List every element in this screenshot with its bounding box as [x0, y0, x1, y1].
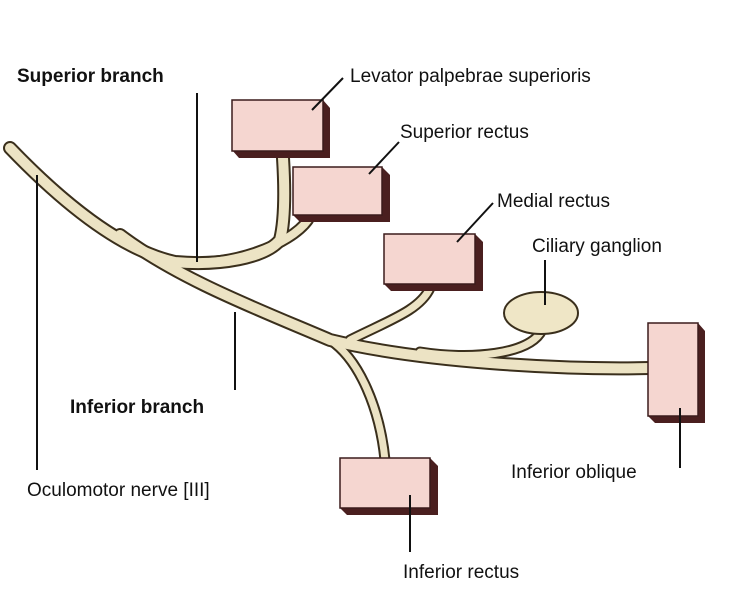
leader-medial-rectus — [456, 202, 494, 243]
ciliary-ganglion-body — [503, 291, 579, 335]
label-ciliary-ganglion: Ciliary ganglion — [532, 236, 662, 257]
label-inferior-rectus: Inferior rectus — [403, 562, 519, 583]
label-superior-branch: Superior branch — [17, 66, 164, 87]
label-levator: Levator palpebrae superioris — [350, 66, 591, 87]
label-inferior-oblique: Inferior oblique — [511, 462, 637, 483]
muscle-inferior-rectus — [339, 457, 438, 515]
muscle-inferior-oblique — [647, 322, 705, 423]
nerve-fill — [5, 143, 655, 464]
label-oculomotor-nerve: Oculomotor nerve [III] — [27, 480, 210, 501]
label-superior-rectus: Superior rectus — [400, 122, 529, 143]
label-inferior-branch: Inferior branch — [70, 397, 204, 418]
muscle-superior-rectus — [292, 166, 390, 222]
muscle-medial-rectus — [383, 233, 483, 291]
leader-superior-rectus — [368, 141, 400, 175]
muscle-levator — [231, 99, 330, 158]
leader-levator — [311, 77, 344, 111]
label-medial-rectus: Medial rectus — [497, 191, 610, 212]
